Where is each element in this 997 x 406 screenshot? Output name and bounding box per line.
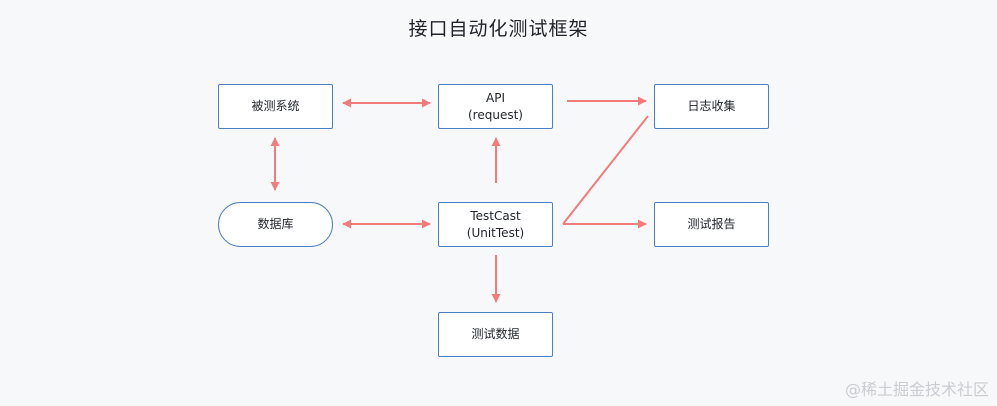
- node-database: 数据库: [218, 202, 333, 247]
- node-label-line1: API: [486, 90, 505, 105]
- node-label: 被测系统: [251, 99, 300, 113]
- node-testcast: TestCast (UnitTest): [438, 202, 553, 247]
- node-label: 数据库: [257, 217, 294, 231]
- node-test-report: 测试报告: [654, 202, 769, 247]
- node-test-data: 测试数据: [438, 312, 553, 357]
- node-label: 测试报告: [687, 217, 736, 231]
- node-log-collection: 日志收集: [654, 84, 769, 129]
- node-label-line1: TestCast: [470, 208, 521, 223]
- node-label-line2: (UnitTest): [466, 225, 525, 240]
- node-label: 日志收集: [687, 99, 736, 113]
- node-system-under-test: 被测系统: [218, 84, 333, 129]
- node-api: API (request): [438, 84, 553, 129]
- node-label: 测试数据: [471, 327, 520, 341]
- watermark: @稀土掘金技术社区: [844, 380, 989, 399]
- edge-testcast-log: [562, 115, 649, 225]
- node-label-line2: (request): [468, 107, 523, 122]
- diagram-title: 接口自动化测试框架: [408, 18, 589, 40]
